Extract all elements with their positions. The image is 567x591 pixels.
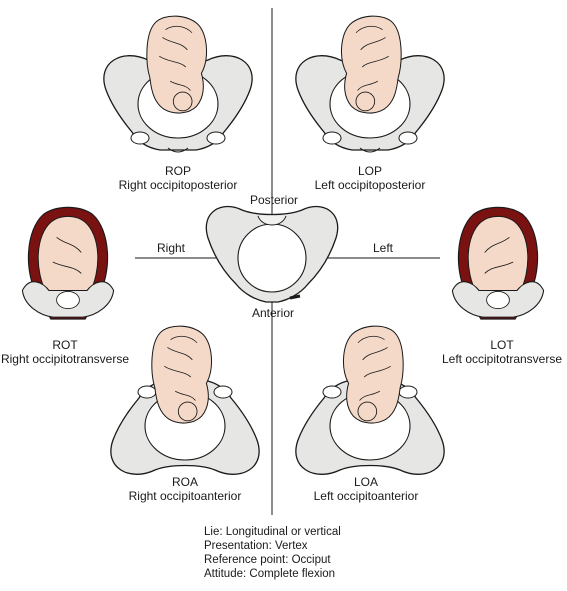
lop-abbr: LOP [357,164,382,178]
lop-caption: LOP Left occipitoposterior [290,164,450,192]
presentation-notes: Lie: Longitudinal or vertical Presentati… [204,525,341,581]
rot-abbr: ROT [52,338,78,352]
rop-name: Right occipitoposterior [118,178,238,192]
roa-abbr: ROA [171,475,198,489]
rot-caption: ROT Right occipitotransverse [0,338,130,366]
note-reference-point: Reference point: Occiput [204,554,331,566]
rot-illustration [21,206,115,320]
rop-illustration [103,15,253,153]
roa-caption: ROA Right occipitoanterior [105,475,265,503]
loa-caption: LOA Left occipitoanterior [286,475,446,503]
lot-illustration [451,206,545,320]
rot-name: Right occipitotransverse [0,352,130,366]
roa-illustration [110,325,260,475]
note-presentation: Presentation: Vertex [204,540,308,552]
lot-caption: LOT Left occipitotransverse [437,338,567,366]
note-lie: Lie: Longitudinal or vertical [204,526,341,538]
right-label: Right [157,241,186,255]
posterior-label: Posterior [250,193,299,207]
lot-abbr: LOT [490,338,514,352]
lot-name: Left occipitotransverse [441,352,563,366]
lop-name: Left occipitoposterior [314,178,426,192]
anterior-label: Anterior [252,306,295,320]
lop-illustration [295,15,445,153]
note-attitude: Attitude: Complete flexion [204,568,336,580]
rop-caption: ROP Right occipitoposterior [98,164,258,192]
loa-name: Left occipitoanterior [313,489,419,503]
loa-abbr: LOA [353,475,378,489]
rop-abbr: ROP [164,164,191,178]
roa-name: Right occipitoanterior [128,489,242,503]
loa-illustration [295,325,445,475]
left-label: Left [373,241,394,255]
central-pelvis-illustration [205,205,339,303]
